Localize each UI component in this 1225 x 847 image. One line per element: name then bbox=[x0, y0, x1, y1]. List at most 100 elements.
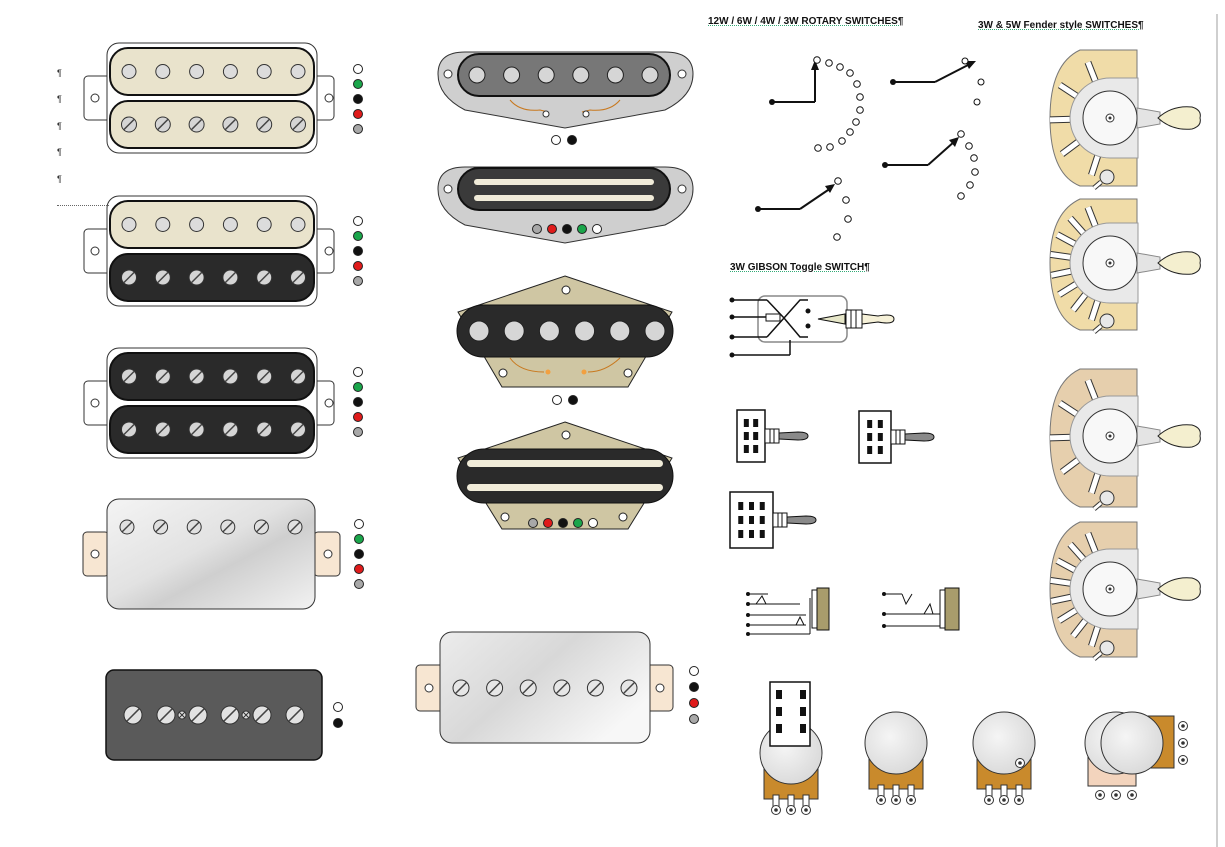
screw-slot bbox=[288, 708, 302, 722]
center-screw-cross bbox=[178, 711, 186, 719]
wire-dot-black bbox=[353, 94, 363, 104]
pole-piece bbox=[189, 64, 205, 79]
wire-dot-red bbox=[689, 698, 699, 708]
screw-slot bbox=[190, 423, 203, 436]
dpdt-lug bbox=[800, 690, 806, 699]
screw-slot bbox=[121, 521, 133, 533]
switch-tab bbox=[1071, 617, 1089, 638]
switch-lever-stem bbox=[1136, 252, 1161, 274]
p90-dogear-pole-screws bbox=[452, 679, 638, 697]
rotary-contact bbox=[844, 215, 852, 223]
wire-dot-gray bbox=[353, 427, 363, 437]
pole-piece bbox=[609, 320, 631, 342]
humbucker-coil bbox=[109, 253, 315, 302]
mono-output-jack bbox=[882, 587, 960, 631]
screw-slot bbox=[258, 370, 270, 383]
mounting-hole bbox=[90, 398, 100, 408]
wire-dot-black bbox=[568, 395, 578, 405]
toggle-lug bbox=[877, 433, 883, 441]
switch-lever-stem bbox=[1136, 578, 1161, 600]
wire-dot-gray bbox=[528, 518, 538, 528]
switch-center-dot bbox=[1108, 434, 1112, 438]
wire-dot-green bbox=[573, 518, 583, 528]
pole-piece bbox=[537, 66, 555, 84]
screw-slot bbox=[123, 423, 135, 436]
screw-slot bbox=[222, 521, 234, 533]
toggle-lug bbox=[738, 502, 744, 510]
strat-rail-pickup bbox=[437, 166, 694, 244]
screw-slot bbox=[224, 118, 237, 131]
mounting-hole bbox=[324, 398, 334, 408]
pole-piece bbox=[222, 64, 238, 79]
pot-lug-center bbox=[1114, 793, 1118, 797]
mount-tab bbox=[1093, 180, 1102, 190]
standard-pot-offset bbox=[972, 711, 1036, 805]
switch-center-dot bbox=[1108, 116, 1112, 120]
gibson-3-way-toggle-switch bbox=[729, 295, 895, 358]
wire-dot-red bbox=[547, 224, 557, 234]
screw-slot bbox=[522, 681, 535, 695]
humbucker-pickup bbox=[83, 42, 335, 154]
wire-dot-white bbox=[333, 702, 343, 712]
toggle-lug bbox=[743, 432, 749, 440]
tele-rail-pickup bbox=[456, 421, 674, 530]
switch-knob-tip bbox=[1157, 424, 1201, 448]
pot-lug-center bbox=[894, 798, 898, 802]
anchor-dotted-line bbox=[57, 205, 109, 206]
wire-dot-white bbox=[353, 367, 363, 377]
screw-slot bbox=[258, 118, 270, 131]
covered-humbucker-screws bbox=[119, 519, 303, 535]
mounting-hole bbox=[90, 93, 100, 103]
pilcrow-mark: ¶ bbox=[57, 121, 62, 131]
rotary-switch-4-way bbox=[890, 57, 985, 106]
screw-slot bbox=[224, 370, 237, 383]
pole-piece bbox=[503, 66, 521, 84]
wire-dot-red bbox=[353, 412, 363, 422]
screw-slot bbox=[454, 681, 468, 695]
screw-slot bbox=[223, 708, 237, 722]
switch-knob-tip bbox=[1157, 106, 1201, 130]
toggle-lug bbox=[759, 502, 765, 510]
pilcrow-mark: ¶ bbox=[57, 94, 62, 104]
pole-piece bbox=[644, 320, 666, 342]
toggle-lever bbox=[778, 431, 809, 441]
wire-dot-white bbox=[353, 64, 363, 74]
toggle-lug bbox=[749, 530, 754, 538]
humbucker-coil bbox=[109, 47, 315, 96]
wire-dot-black bbox=[333, 718, 343, 728]
pot-lug-center bbox=[789, 808, 793, 812]
rotary-contact bbox=[838, 137, 846, 145]
p90-soapbar-pickup bbox=[105, 669, 323, 761]
mini-toggle-switch bbox=[858, 410, 935, 464]
rotary-contact bbox=[842, 196, 850, 204]
pot-lug-center bbox=[1002, 798, 1006, 802]
gibson-toggle-title: 3W GIBSON Toggle SWITCH¶ bbox=[730, 262, 870, 273]
screw-slot bbox=[289, 521, 301, 533]
rotary-contact bbox=[813, 56, 821, 64]
tele-pole-pieces bbox=[468, 320, 666, 342]
screw-slot bbox=[190, 271, 203, 284]
switch-tab bbox=[1049, 434, 1073, 441]
tele-single-coil-pickup bbox=[456, 275, 674, 388]
screw-slot bbox=[126, 708, 140, 722]
pot-lug-center bbox=[1181, 758, 1185, 762]
wire-dot-gray bbox=[353, 276, 363, 286]
p90-pole-screws bbox=[123, 705, 305, 725]
switch-tab bbox=[1050, 268, 1074, 278]
toggle-lug bbox=[753, 432, 759, 440]
pole-piece bbox=[256, 64, 272, 79]
wire-dot-red bbox=[353, 109, 363, 119]
pot-lug-center bbox=[1017, 798, 1021, 802]
pot-lug-center bbox=[774, 808, 778, 812]
pole-piece bbox=[606, 66, 624, 84]
screw-slot bbox=[159, 708, 173, 722]
pot-lug-center bbox=[1130, 793, 1134, 797]
screw-slot bbox=[190, 370, 203, 383]
rotary-contact bbox=[856, 93, 864, 101]
pot-extra-lug-center bbox=[1018, 761, 1022, 765]
toggle-lug bbox=[753, 419, 759, 427]
wire-dot-gray bbox=[532, 224, 542, 234]
screw-slot bbox=[157, 118, 169, 131]
switch-tab bbox=[1089, 624, 1101, 647]
pilcrow-mark: ¶ bbox=[57, 68, 62, 78]
